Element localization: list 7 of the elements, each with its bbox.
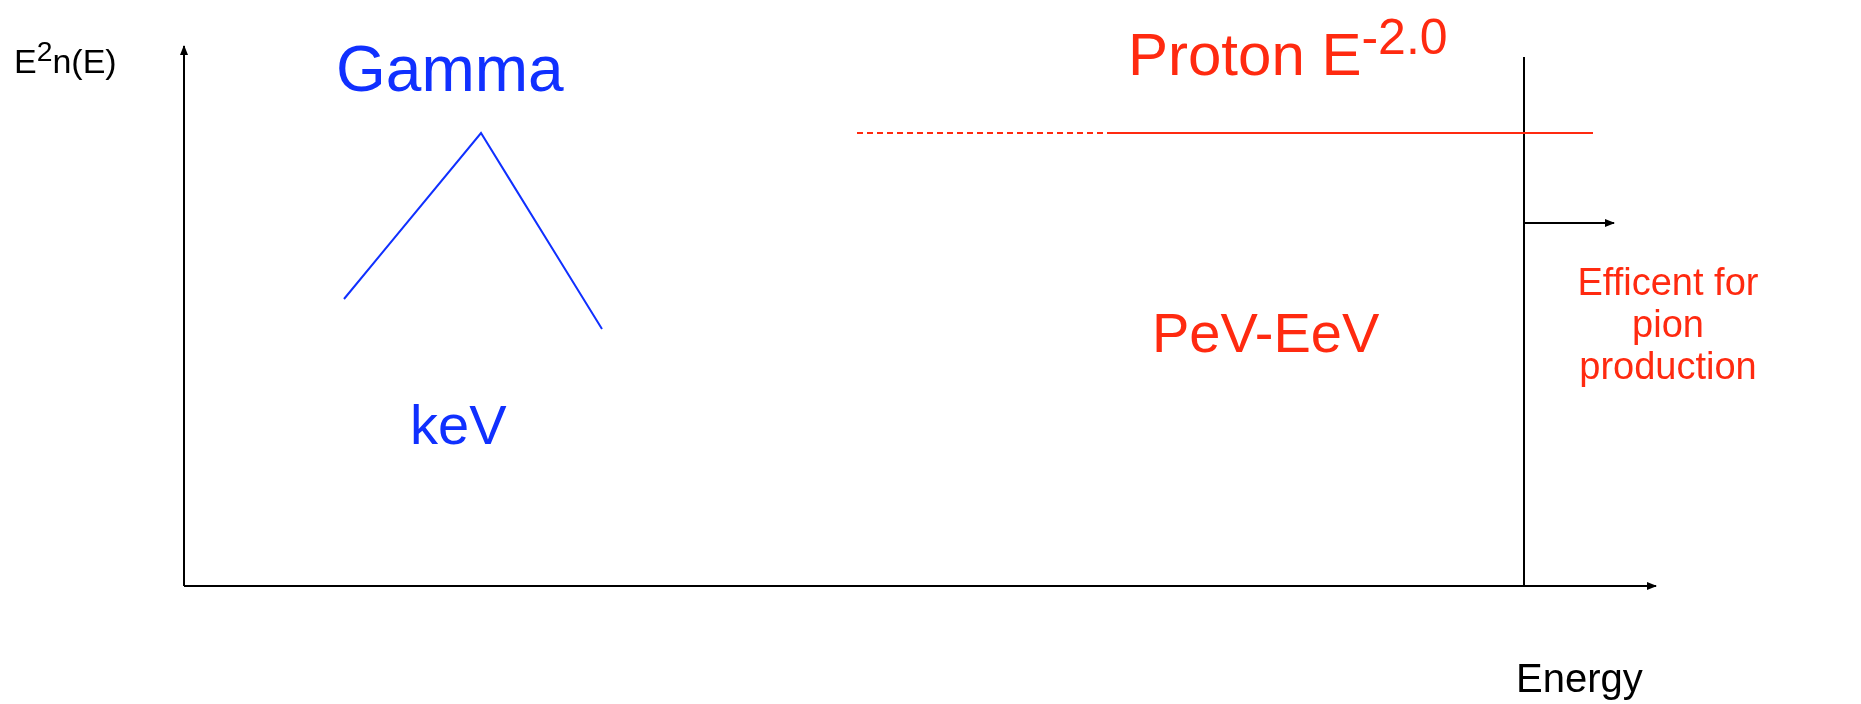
series-label: Proton E$^{-2.0}$	[1128, 10, 1448, 88]
series-label: Gamma	[336, 34, 564, 105]
range-label: keV	[410, 394, 507, 456]
axis-label: E$^{2}$n(E)	[14, 36, 117, 81]
range-label: PeV-EeV	[1152, 302, 1380, 364]
annotation-text: Efficent for pion production	[1576, 262, 1760, 388]
axis-label: Energy	[1516, 656, 1643, 700]
